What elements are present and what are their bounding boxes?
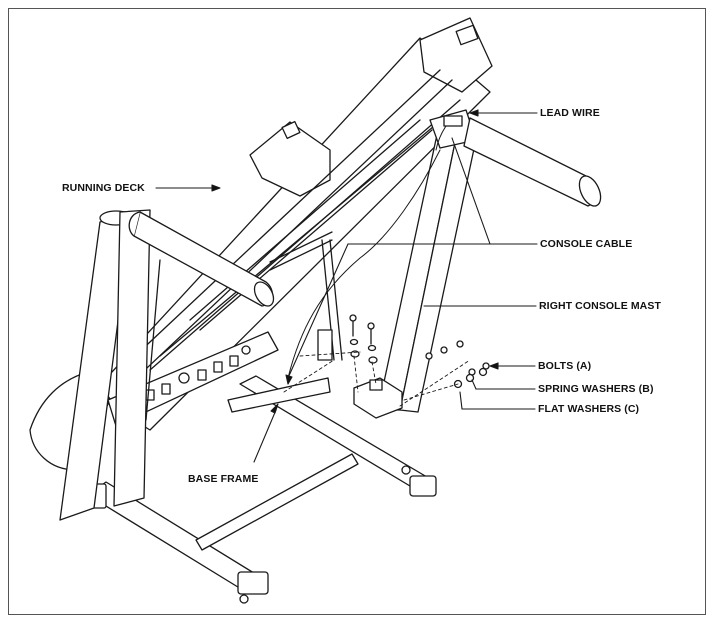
label-base-frame: BASE FRAME (188, 473, 259, 485)
right-console-mast-drawing (353, 109, 602, 419)
label-lead-wire: LEAD WIRE (540, 107, 600, 119)
hardware-drawing (349, 314, 490, 389)
console-cable-drawing (287, 125, 447, 379)
label-spring-washers: SPRING WASHERS (B) (538, 383, 654, 395)
base-frame-drawing (83, 375, 437, 604)
alignment-dashes (283, 351, 471, 407)
label-running-deck: RUNNING DECK (62, 182, 145, 194)
label-console-cable: CONSOLE CABLE (540, 238, 633, 250)
left-console-mast-drawing (59, 209, 275, 521)
label-flat-washers: FLAT WASHERS (C) (538, 403, 640, 415)
label-right-console-mast: RIGHT CONSOLE MAST (539, 300, 661, 312)
label-bolts: BOLTS (A) (538, 360, 592, 372)
leader-lines (155, 109, 538, 463)
